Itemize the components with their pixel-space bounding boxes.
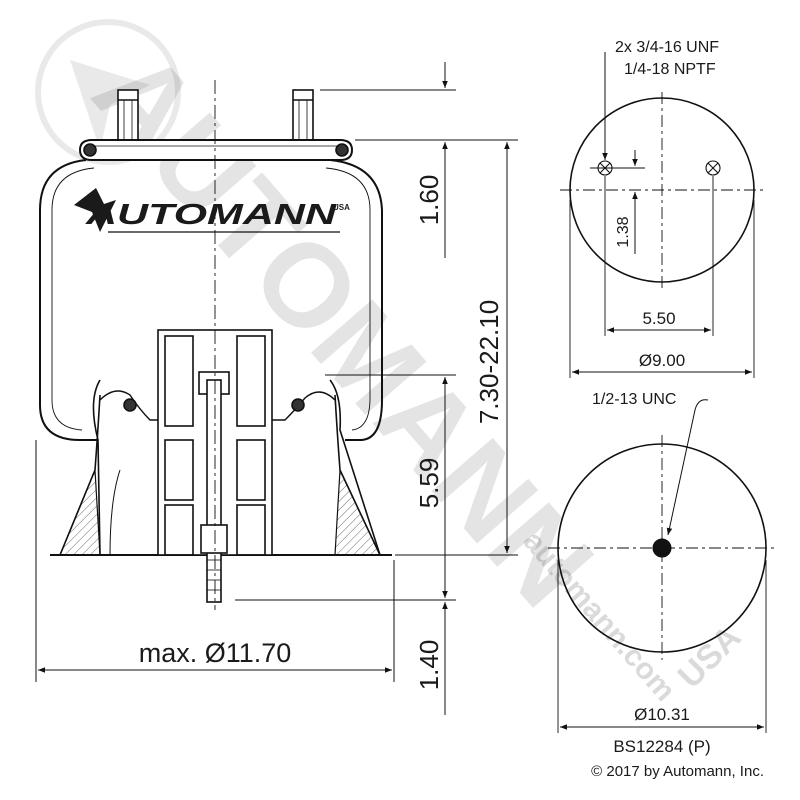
rubber-bellow [39,159,383,441]
air-spring-side-view [39,80,392,610]
bottom-plate-view [548,399,776,733]
dim-height-range: 7.30-22.10 [474,300,504,424]
dim-stud-spacing: 5.50 [642,309,675,328]
dim-bottom-diameter: Ø10.31 [634,705,690,724]
dim-max-diameter: max. Ø11.70 [139,638,292,668]
stud-hole-right [705,160,721,176]
dim-lower-height: 5.59 [414,458,444,509]
top-plate-view [560,52,765,378]
watermark-mark: USA [671,618,749,696]
center-bolt [198,371,230,603]
automann-logo: AUTOMANN USA [74,188,350,233]
side-dimensions [35,62,518,715]
top-stud-left [117,89,139,149]
dim-stud-offset: 1.38 [615,216,632,247]
logo-mark: USA [333,203,350,212]
part-number: BS12284 (P) [613,737,710,756]
dim-top-height: 1.60 [414,175,444,226]
top-bead-plate [78,139,354,161]
dim-top-diameter: Ø9.00 [639,351,685,370]
bottom-thread-callout: 1/2-13 UNC [592,391,676,408]
watermark-circle-logo [35,19,181,165]
dim-bottom-height: 1.40 [414,640,444,691]
bottom-thread-hole [652,538,672,558]
copyright: © 2017 by Automann, Inc. [591,763,764,780]
thread-callout-line1: 2x 3/4-16 UNF [615,39,719,56]
thread-callout-line2: 1/4-18 NPTF [624,61,716,78]
logo-text: AUTOMANN [85,199,338,231]
